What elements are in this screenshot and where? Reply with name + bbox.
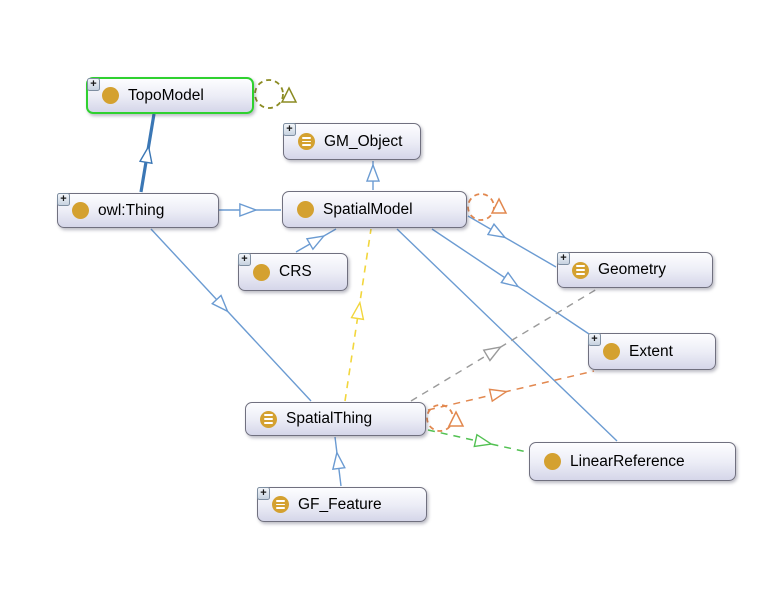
self-loop-spatialmodel [467,193,508,221]
arrowhead-icon [447,410,465,427]
class-label: Geometry [598,261,667,278]
class-label: Extent [629,342,673,360]
expand-icon[interactable]: + [283,123,296,136]
defined-class-icon [572,261,589,279]
edge-spatialthing-spatialmodel [344,228,372,402]
class-icon [297,201,314,218]
edge-owlthing-topomodel [138,113,156,193]
edge-spatialthing-geometry [410,288,598,402]
class-icon [603,343,620,360]
arrowhead-icon [365,163,381,182]
edge-spatialthing-extent [427,370,595,411]
edge-spatialmodel-extent [431,228,590,335]
expand-icon[interactable]: + [588,333,601,346]
defined-class-icon [298,133,315,150]
class-node-spatialmodel[interactable]: SpatialModel [282,191,467,228]
arrowhead-icon [138,144,153,165]
class-node-extent[interactable]: + Extent [588,333,716,370]
class-icon [102,87,119,104]
edge-spatialthing-linearreference [427,429,528,453]
edge-spatialmodel-gmobject [365,161,381,190]
expand-icon[interactable]: + [557,252,570,265]
class-node-gmobject[interactable]: + GM_Object [283,123,421,160]
arrowhead-icon [305,235,326,251]
class-node-linearreference[interactable]: LinearReference [529,442,736,481]
class-label: GM_Object [324,132,403,150]
class-node-owlthing[interactable]: + owl:Thing [57,193,219,228]
edge-spatialmodel-linearreference [396,228,618,442]
class-icon [544,453,561,470]
arrowhead-icon [239,202,258,218]
arrowhead-icon [280,86,298,103]
class-label: CRS [279,263,312,280]
expand-icon[interactable]: + [257,487,270,500]
arrowhead-icon [211,294,229,313]
class-node-gffeature[interactable]: + GF_Feature [257,487,427,522]
class-label: owl:Thing [98,201,165,219]
edge-gffeature-spatialthing [331,436,346,487]
class-node-spatialthing[interactable]: SpatialThing [245,402,426,436]
defined-class-icon [260,410,277,428]
class-label: SpatialModel [323,200,413,218]
class-label: GF_Feature [298,495,382,513]
arrowhead-icon [331,450,346,470]
arrowhead-icon [482,346,503,362]
arrowhead-icon [490,197,508,214]
class-node-geometry[interactable]: + Geometry [557,252,713,288]
class-label: LinearReference [570,452,685,470]
class-node-topomodel[interactable]: + TopoModel [86,77,254,114]
arrowhead-icon [488,388,509,403]
class-label: TopoModel [128,86,204,104]
class-icon [72,202,89,219]
defined-class-icon [272,496,289,513]
class-node-crs[interactable]: + CRS [238,253,348,291]
arrowhead-icon [473,433,494,448]
edge-spatialmodel-geometry [467,215,557,268]
self-loop-spatialthing [426,404,465,432]
expand-icon[interactable]: + [87,78,100,91]
arrowhead-icon [486,222,507,239]
self-loop-topomodel [254,79,298,109]
class-icon [253,263,270,281]
expand-icon[interactable]: + [57,193,70,206]
arrowhead-icon [350,300,365,321]
arrowhead-icon [500,271,520,288]
class-label: SpatialThing [286,410,373,427]
edge-owlthing-spatialthing [150,228,312,402]
expand-icon[interactable]: + [238,253,251,266]
edge-crs-spatialmodel [295,228,337,253]
edge-owlthing-spatialmodel [219,202,281,218]
